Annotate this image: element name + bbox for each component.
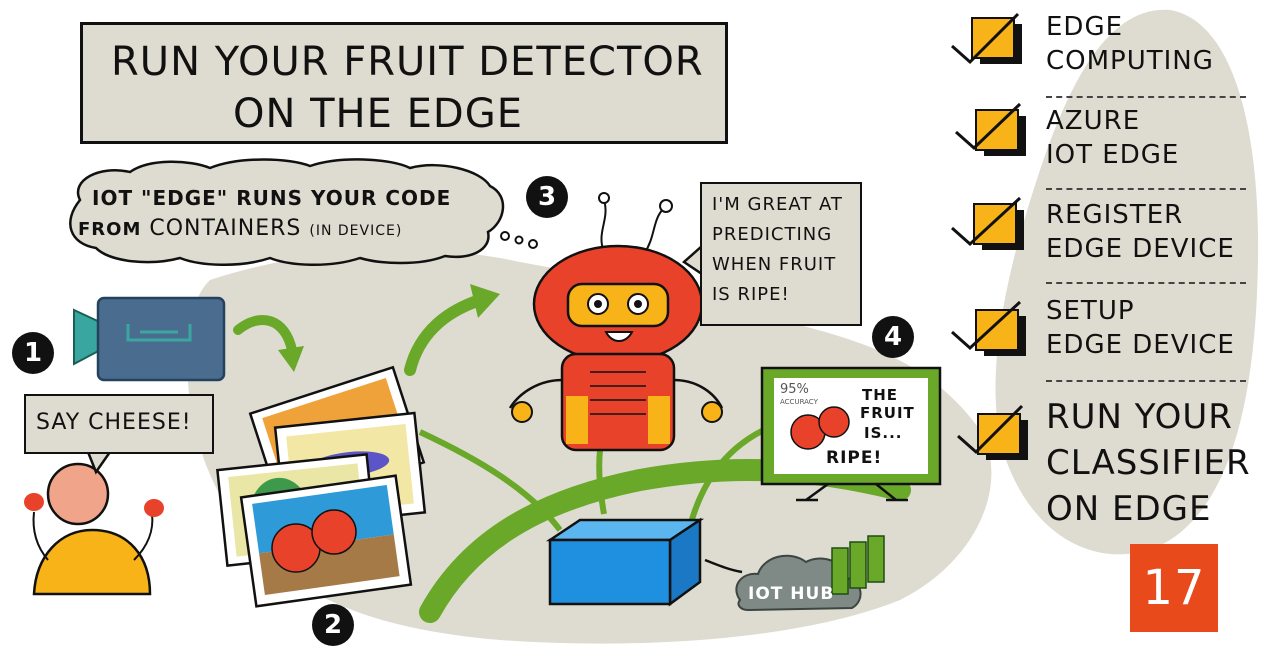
thought-line-2: FROM CONTAINERS (IN DEVICE) xyxy=(78,216,402,241)
arrowhead xyxy=(470,284,500,318)
checklist-item-3: REGISTER EDGE DEVICE xyxy=(1046,198,1235,266)
checklist-item-4: SETUP EDGE DEVICE xyxy=(1046,294,1235,362)
thought-dot xyxy=(528,239,538,249)
arrow-box-to-hub xyxy=(704,558,743,574)
checklist-item-line: AZURE xyxy=(1046,106,1141,136)
checklist-item-line: SETUP xyxy=(1046,296,1135,326)
thought-main: CONTAINERS xyxy=(149,216,302,241)
thought-small: (IN DEVICE) xyxy=(309,223,403,239)
person xyxy=(24,462,164,596)
checklist-item-line: RUN YOUR xyxy=(1046,397,1233,437)
step-badge-3: 3 xyxy=(526,176,568,218)
monitor-text-line: FRUIT xyxy=(860,404,915,422)
title-box: RUN YOUR FRUIT DETECTOR ON THE EDGE xyxy=(80,22,728,144)
thought-line-1: IOT "EDGE" RUNS YOUR CODE xyxy=(92,186,452,210)
robot-speech-line: PREDICTING xyxy=(712,224,833,245)
monitor-text-line: THE xyxy=(862,386,899,404)
robot xyxy=(508,192,724,452)
checklist-item-line: EDGE DEVICE xyxy=(1046,234,1235,264)
checkbox-4 xyxy=(951,300,1026,356)
thought-prefix: FROM xyxy=(78,219,142,240)
checkbox-3 xyxy=(951,196,1024,250)
checklist-item-line: ON EDGE xyxy=(1046,489,1212,529)
step-badge-4: 4 xyxy=(872,316,914,358)
checklist-divider xyxy=(1046,96,1246,98)
checklist-divider xyxy=(1046,282,1246,284)
monitor-text-line: IS... xyxy=(864,424,903,442)
checklist-divider xyxy=(1046,380,1246,382)
arrow-photos-to-robot xyxy=(404,294,486,376)
iot-hub-label: IOT HUB xyxy=(748,584,835,604)
robot-speech-line: I'M GREAT AT xyxy=(712,194,843,215)
checkbox-2 xyxy=(955,102,1026,156)
arrowhead xyxy=(278,346,304,372)
step-badge-2: 2 xyxy=(312,604,354,646)
lesson-number-badge: 17 xyxy=(1130,544,1218,632)
arrow-box-to-monitor xyxy=(687,425,770,527)
checklist-item-line: COMPUTING xyxy=(1046,46,1214,76)
checklist-item-2: AZURE IOT EDGE xyxy=(1046,104,1179,172)
robot-speech-line: WHEN FRUIT xyxy=(712,254,837,275)
checklist-item-line: CLASSIFIER xyxy=(1046,443,1251,483)
checklist-divider xyxy=(1046,188,1246,190)
monitor xyxy=(760,366,942,502)
title-line-1: RUN YOUR FRUIT DETECTOR xyxy=(111,39,704,85)
say-cheese-text: SAY CHEESE! xyxy=(36,410,192,435)
robot-speech-line: IS RIPE! xyxy=(712,284,790,305)
monitor-accuracy-value: 95% xyxy=(780,382,809,397)
hub-servers xyxy=(831,535,885,595)
iot-hub-cloud xyxy=(735,554,862,612)
say-cheese-bubble: SAY CHEESE! xyxy=(24,394,214,454)
camera-detail xyxy=(126,324,192,342)
monitor-result: RIPE! xyxy=(826,448,883,468)
thought-dot xyxy=(514,235,524,245)
checkbox-1 xyxy=(951,12,1022,65)
checklist-item-line: IOT EDGE xyxy=(1046,140,1180,170)
checklist-item-line: REGISTER xyxy=(1046,200,1184,230)
container-box xyxy=(545,517,705,607)
monitor-accuracy-label: ACCURACY xyxy=(780,398,818,406)
step-badge-1: 1 xyxy=(12,332,54,374)
thought-cloud xyxy=(69,158,505,266)
photo-stack xyxy=(216,365,427,608)
checklist-item-line: EDGE xyxy=(1046,12,1124,42)
checklist-item-line: EDGE DEVICE xyxy=(1046,330,1235,360)
thought-dot xyxy=(500,231,510,241)
title-line-2: ON THE EDGE xyxy=(233,91,523,137)
checklist-item-5: RUN YOUR CLASSIFIER ON EDGE xyxy=(1046,394,1251,532)
checkbox-5 xyxy=(957,404,1028,460)
arrow-camera-to-photos xyxy=(233,315,297,355)
robot-speech-bubble: I'M GREAT AT PREDICTING WHEN FRUIT IS RI… xyxy=(700,182,862,326)
checklist-item-1: EDGE COMPUTING xyxy=(1046,10,1214,78)
arrow-robot-to-box xyxy=(596,449,607,515)
arrow-photos-to-box xyxy=(418,429,563,532)
